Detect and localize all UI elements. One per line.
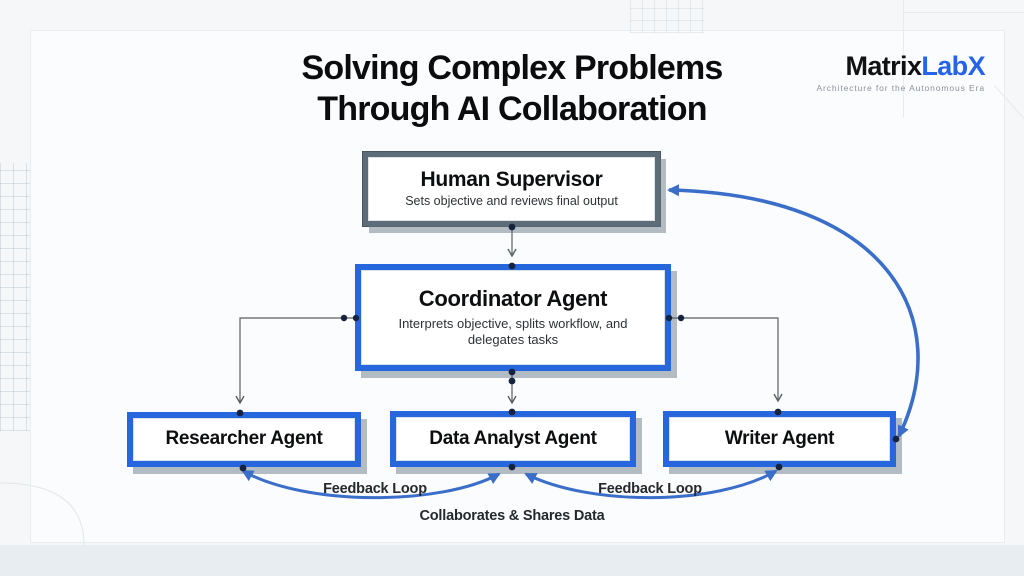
node-writer-agent: Writer Agent	[663, 411, 896, 467]
blueprint-grid-top	[630, 0, 704, 33]
decor-line-diagonal	[993, 85, 1024, 132]
brand-part-blue: LabX	[921, 51, 985, 81]
edge-writer-to-supervisor-curve	[667, 184, 920, 438]
node-title: Coordinator Agent	[418, 285, 608, 311]
node-title: Writer Agent	[724, 427, 835, 449]
collaboration-label: Collaborates & Shares Data	[419, 508, 605, 524]
feedback-loop-label-right: Feedback Loop	[598, 481, 702, 497]
node-title: Researcher Agent	[165, 428, 323, 450]
node-subtitle: Interprets objective, splits workflow, a…	[398, 315, 628, 348]
decor-line-horizontal	[903, 12, 1024, 13]
decor-corner-arc	[0, 482, 85, 546]
feedback-loop-label-left: Feedback Loop	[323, 481, 427, 497]
node-data-analyst-agent: Data Analyst Agent	[390, 411, 636, 467]
page-title-line2: Through AI Collaboration	[317, 89, 707, 128]
bottom-strip	[0, 545, 1024, 576]
brand-part-black: Matrix	[845, 51, 922, 81]
node-researcher-agent: Researcher Agent	[127, 412, 361, 467]
brand-logo: MatrixLabX Architecture for the Autonomo…	[816, 53, 985, 94]
node-title: Data Analyst Agent	[429, 427, 597, 449]
page-title: Solving Complex Problems Through AI Coll…	[182, 48, 842, 130]
node-subtitle: Sets objective and reviews final output	[405, 194, 618, 209]
edge-coordinator-to-researcher	[235, 317, 353, 405]
node-coordinator-agent: Coordinator Agent Interprets objective, …	[355, 264, 671, 371]
edge-coordinator-to-writer	[672, 317, 783, 403]
node-title: Human Supervisor	[420, 168, 603, 192]
brand-tagline: Architecture for the Autonomous Era	[816, 83, 985, 93]
blueprint-grid-left	[0, 163, 30, 431]
node-human-supervisor: Human Supervisor Sets objective and revi…	[363, 152, 660, 226]
page-title-line1: Solving Complex Problems	[301, 49, 723, 87]
brand-wordmark: MatrixLabX	[816, 53, 985, 80]
